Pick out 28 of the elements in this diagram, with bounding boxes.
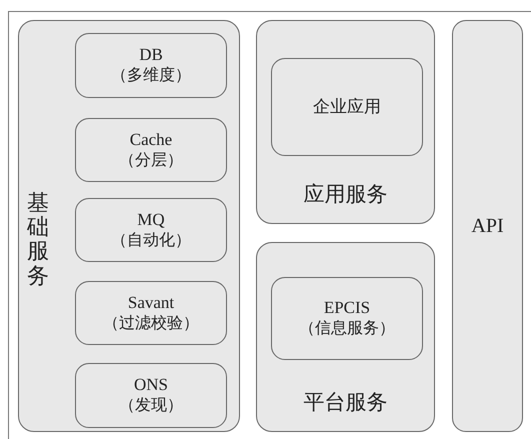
service-box	[271, 58, 423, 156]
panel-title: 应用服务	[304, 182, 388, 207]
service-description: （发现）	[119, 396, 183, 416]
service-name: Cache	[130, 128, 172, 151]
service-box	[75, 118, 227, 182]
service-description: （信息服务）	[299, 319, 395, 340]
service-name: ONS	[134, 374, 168, 396]
service-box	[75, 281, 227, 345]
service-group-panel	[256, 242, 435, 432]
service-name: Savant	[128, 292, 174, 314]
panel-title: 基础服务	[27, 191, 49, 288]
service-description: （过滤校验）	[103, 314, 199, 334]
service-box	[75, 33, 227, 98]
service-description: （分层）	[119, 150, 183, 171]
service-name: EPCIS	[324, 297, 370, 320]
service-description: （多维度）	[111, 66, 191, 86]
service-layer-panel	[18, 20, 240, 432]
api-column	[452, 20, 523, 432]
panel-title: 平台服务	[304, 390, 388, 415]
service-name: MQ	[137, 208, 165, 231]
service-name: DB	[139, 44, 163, 66]
service-box	[75, 363, 227, 428]
service-name: 企业应用	[313, 96, 381, 118]
api-label: API	[471, 214, 504, 238]
service-description: （自动化）	[111, 230, 191, 251]
service-box	[271, 277, 423, 360]
service-box	[75, 198, 227, 262]
service-group-panel	[256, 20, 435, 224]
